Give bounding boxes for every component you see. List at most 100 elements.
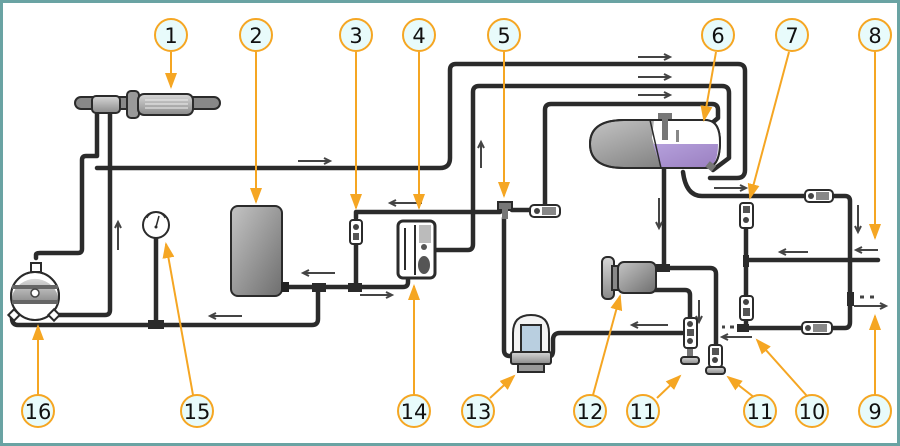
svg-text:11: 11 — [747, 400, 774, 424]
svg-text:7: 7 — [785, 24, 798, 48]
pipe-16-to-1b — [52, 109, 113, 318]
svg-text:13: 13 — [465, 400, 492, 424]
tee-junction — [743, 255, 749, 267]
flow-arrow-right — [638, 53, 673, 61]
flow-arrows — [114, 53, 889, 341]
flow-arrow-left — [300, 269, 335, 277]
leader-12 — [592, 294, 623, 396]
svg-text:9: 9 — [868, 400, 881, 424]
reservoir-6[interactable] — [588, 113, 722, 172]
leader-11a — [656, 374, 682, 399]
nozzle-11b[interactable] — [705, 344, 726, 375]
pipe-valve-3 — [353, 209, 503, 290]
sensor-block[interactable] — [529, 204, 561, 218]
flow-arrow-up — [114, 219, 122, 250]
leader-6 — [700, 51, 717, 122]
pipe-filter-out — [545, 330, 685, 359]
sensor-block[interactable] — [801, 321, 833, 335]
flow-arrow-right — [854, 302, 889, 310]
valve-3[interactable] — [349, 219, 363, 245]
callout-3[interactable]: 3 — [339, 18, 373, 52]
pipe-pump-12-right — [657, 265, 719, 348]
svg-text:16: 16 — [25, 400, 52, 424]
nozzle-11a[interactable] — [680, 317, 700, 365]
svg-text:3: 3 — [349, 24, 362, 48]
pump-16[interactable] — [6, 262, 62, 323]
pipe-pump-12-lower — [652, 287, 693, 321]
valve-block-lower[interactable] — [739, 295, 754, 321]
callout-14[interactable]: 14 — [397, 394, 431, 428]
callout-10[interactable]: 10 — [795, 394, 829, 428]
flow-arrow-left — [853, 246, 878, 254]
callout-13[interactable]: 13 — [461, 394, 495, 428]
flow-arrow-right — [638, 91, 673, 99]
tee-5[interactable] — [497, 201, 513, 219]
flow-arrow-left — [629, 321, 668, 329]
flow-arrow-down — [854, 205, 862, 235]
svg-text:5: 5 — [497, 24, 510, 48]
tee-junction — [847, 292, 854, 306]
callout-2[interactable]: 2 — [239, 18, 273, 52]
flow-arrow-up — [477, 139, 485, 168]
leader-lines — [32, 51, 881, 399]
pipe-top-1 — [94, 61, 748, 181]
svg-text:6: 6 — [711, 24, 724, 48]
flow-arrow-down — [655, 198, 663, 231]
flow-arrow-right — [298, 157, 333, 165]
callout-6[interactable]: 6 — [701, 18, 735, 52]
valve-7[interactable] — [739, 202, 754, 229]
callouts: 1 2 3 4 5 6 7 8 9 10 11 11 12 13 14 15 1… — [21, 18, 892, 428]
callout-15[interactable]: 15 — [180, 394, 214, 428]
pressure-gauge-15[interactable] — [142, 211, 170, 239]
leader-15 — [162, 242, 194, 396]
manifold-block-14[interactable] — [396, 219, 437, 280]
callout-11a[interactable]: 11 — [626, 394, 660, 428]
callout-4[interactable]: 4 — [402, 18, 436, 52]
pipe-tank-to-7 — [680, 169, 811, 199]
svg-text:8: 8 — [868, 24, 881, 48]
filter-13[interactable] — [510, 313, 552, 373]
pipe-bottom-return — [9, 285, 321, 328]
svg-text:10: 10 — [799, 400, 826, 424]
tank-2[interactable] — [230, 205, 289, 297]
leader-13 — [489, 374, 516, 399]
callout-1[interactable]: 1 — [154, 18, 188, 52]
flow-arrow-right — [360, 291, 395, 299]
component-1[interactable] — [74, 90, 221, 119]
callout-16[interactable]: 16 — [21, 394, 55, 428]
tee-junction — [737, 324, 749, 332]
callout-8[interactable]: 8 — [858, 18, 892, 52]
svg-text:11: 11 — [630, 400, 657, 424]
leader-10 — [755, 338, 808, 397]
pump-12[interactable] — [601, 256, 670, 300]
leader-11b — [726, 375, 756, 399]
pipe-tank-2-outlet — [281, 273, 411, 290]
callout-11b[interactable]: 11 — [743, 394, 777, 428]
svg-text:14: 14 — [401, 400, 428, 424]
pipe-16-to-1a — [33, 109, 100, 261]
callout-9[interactable]: 9 — [858, 394, 892, 428]
callout-7[interactable]: 7 — [775, 18, 809, 52]
flow-arrow-left — [387, 199, 422, 207]
pipe-top-3 — [542, 101, 721, 213]
flow-arrow-right — [638, 73, 673, 81]
callout-12[interactable]: 12 — [573, 394, 607, 428]
svg-text:4: 4 — [412, 24, 425, 48]
flow-arrow-left — [207, 312, 242, 320]
sensor-block[interactable] — [804, 189, 834, 203]
tee-junction — [312, 283, 326, 292]
flow-arrow-left — [777, 248, 808, 256]
callout-5[interactable]: 5 — [487, 18, 521, 52]
tee-junction — [148, 320, 164, 329]
pipe-top-2 — [417, 83, 732, 253]
pipe-bottom-right — [737, 297, 853, 331]
svg-text:2: 2 — [249, 24, 262, 48]
svg-text:1: 1 — [164, 24, 177, 48]
pipe-7-right — [829, 193, 853, 303]
leader-7 — [747, 51, 790, 200]
pipe-tee-5-filter — [501, 215, 517, 359]
flow-arrow-left — [719, 333, 752, 341]
svg-text:15: 15 — [184, 400, 211, 424]
svg-text:12: 12 — [577, 400, 604, 424]
